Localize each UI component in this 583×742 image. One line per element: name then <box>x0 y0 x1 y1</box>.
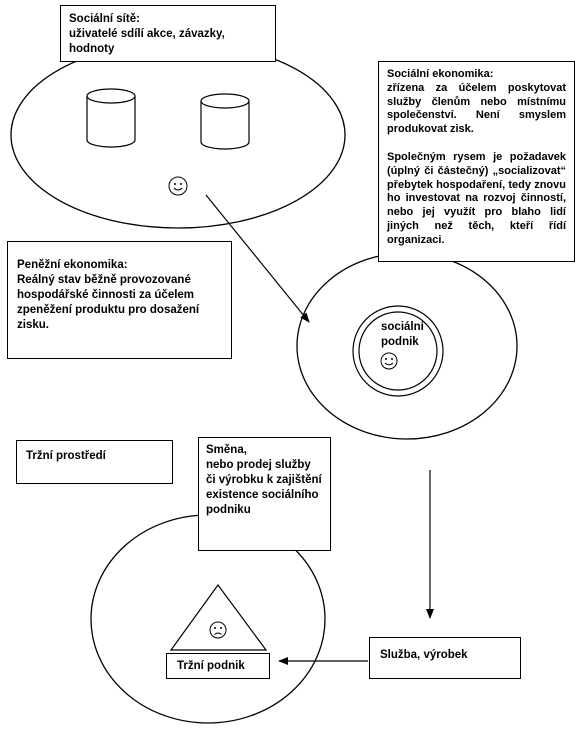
exchange-line-1: Směna, <box>206 444 247 456</box>
arrow-networks-to-enterprise <box>205 194 310 323</box>
social-enterprise-label-2: podnik <box>381 336 419 348</box>
service-product-label: Služba, výrobek <box>380 649 468 661</box>
social-economy-box: Sociální ekonomika: zřízena za účelem po… <box>378 61 575 262</box>
social-networks-title: Sociální sítě: <box>69 13 140 25</box>
market-environment-label: Tržní prostředí <box>26 450 106 462</box>
money-economy-box: Peněžní ekonomika: Reálný stav běžně pro… <box>7 241 232 359</box>
social-economy-text2: Společným rysem je požadavek (úplný či č… <box>387 150 566 246</box>
social-enterprise-label-1: sociální <box>381 321 425 333</box>
exchange-line-3: či výrobku k zajištění <box>206 474 322 486</box>
social-networks-box: Sociální sítě: uživatelé sdílí akce, záv… <box>60 5 276 62</box>
market-enterprise-label: Tržní podnik <box>177 660 245 672</box>
exchange-line-4: existence sociálního <box>206 489 319 501</box>
social-enterprise-inner-circle <box>358 311 438 391</box>
exchange-box: Směna, nebo prodej služby či výrobku k z… <box>198 437 331 551</box>
money-economy-text: Reálný stav běžně provozované hospodářsk… <box>17 274 200 331</box>
smiley-center-icon <box>380 352 398 370</box>
smiley-bottom-sad-icon <box>209 621 227 639</box>
market-enterprise-box: Tržní podnik <box>166 653 270 679</box>
social-economy-title: Sociální ekonomika: <box>387 68 494 80</box>
social-economy-text1: zřízena za účelem poskytovat služby člen… <box>387 81 566 136</box>
service-product-box: Služba, výrobek <box>369 637 521 679</box>
market-environment-box: Tržní prostředí <box>16 440 173 484</box>
smiley-top-icon <box>168 176 188 196</box>
exchange-line-5: podniku <box>206 504 251 516</box>
database-right-icon <box>200 93 250 150</box>
money-economy-title: Peněžní ekonomika: <box>17 259 128 271</box>
exchange-line-2: nebo prodej služby <box>206 459 311 471</box>
social-networks-ellipse <box>10 41 346 229</box>
market-triangle <box>169 583 268 651</box>
database-left-icon <box>86 88 136 148</box>
social-networks-text: uživatelé sdílí akce, závazky, hodnoty <box>69 28 225 55</box>
